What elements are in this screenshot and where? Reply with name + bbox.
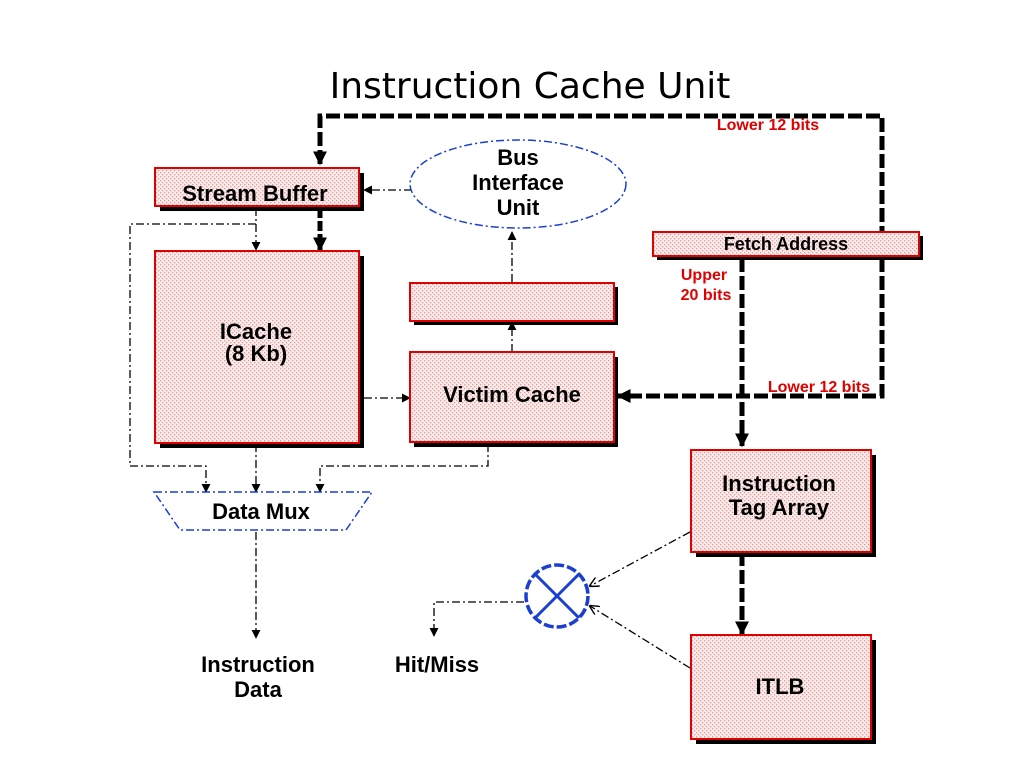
fetch-address-block: Fetch Address <box>652 231 923 260</box>
lower-bits-label-mid: Lower 12 bits <box>768 379 870 396</box>
bus-interface-unit: Bus Interface Unit <box>409 139 627 229</box>
tag-to-comparator-wire <box>590 531 691 586</box>
data-mux-block: Data Mux <box>152 491 374 531</box>
hit-miss-label: Hit/Miss <box>395 652 479 677</box>
stream-buffer-block: Stream Buffer <box>154 167 364 211</box>
fetch-address-label: Fetch Address <box>724 234 848 254</box>
data-mux-label: Data Mux <box>212 499 311 524</box>
icache-label-1: ICache <box>220 319 292 344</box>
stream-buffer-label: Stream Buffer <box>182 181 328 206</box>
upper-bits-label-1: Upper <box>681 267 727 284</box>
victim-to-mux-wire <box>315 444 489 493</box>
circled-x-comparator-icon <box>524 563 590 629</box>
lower-bits-wire-mid <box>616 258 885 403</box>
victim-buffer-block <box>409 282 618 325</box>
icache-label-2: (8 Kb) <box>225 341 287 366</box>
victim-cache-block: Victim Cache <box>409 351 618 447</box>
tag-array-block: Instruction Tag Array <box>690 449 876 557</box>
page-title: Instruction Cache Unit <box>329 66 731 107</box>
instruction-data-label-1: Instruction <box>201 652 315 677</box>
upper-bits-label-2: 20 bits <box>681 287 732 304</box>
comparator-to-hitmiss-wire <box>429 601 524 637</box>
bus-interface-label-3: Unit <box>497 195 540 220</box>
lower-bits-label-top: Lower 12 bits <box>717 117 819 134</box>
icache-block: ICache (8 Kb) <box>154 250 364 448</box>
instruction-data-label-2: Data <box>234 677 282 702</box>
itlb-block: ITLB <box>690 634 876 744</box>
itlb-label: ITLB <box>756 674 805 699</box>
stream-bypass-wire <box>129 223 256 493</box>
itlb-to-comparator-wire <box>590 606 691 669</box>
wires <box>129 113 885 669</box>
tag-array-label-2: Tag Array <box>729 495 830 520</box>
tag-array-label-1: Instruction <box>722 471 836 496</box>
lower-bits-wire-top <box>313 113 885 240</box>
victim-cache-label: Victim Cache <box>443 382 581 407</box>
bus-interface-label-2: Interface <box>472 170 564 195</box>
bus-interface-label-1: Bus <box>497 145 539 170</box>
